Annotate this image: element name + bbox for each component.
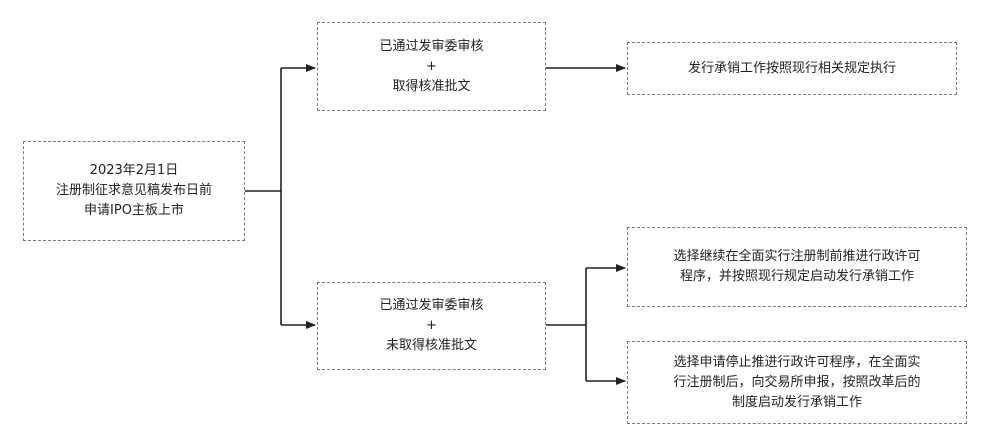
node-passed-text: 已通过发审委审核 + 取得核准批文 (379, 37, 483, 97)
node-passed-result: 发行承销工作按照现行相关规定执行 (627, 42, 957, 95)
node-start-line: 注册制征求意见稿发布日前 (55, 183, 212, 198)
node-option-continue-line: 选择继续在全面实行注册制前推进行政许可 (673, 249, 921, 264)
node-passed-result-text: 发行承销工作按照现行相关规定执行 (688, 59, 896, 79)
node-option-continue-text: 选择继续在全面实行注册制前推进行政许可 程序，并按照现行规定启动发行承销工作 (673, 247, 920, 287)
node-start-line: 申请IPO主板上市 (84, 203, 184, 218)
node-start-line: 2023年2月1日 (89, 163, 179, 178)
node-passed-plus: + (426, 58, 437, 74)
node-option-stop-line: 制度启动发行承销工作 (731, 394, 862, 410)
node-passed-result-line: 发行承销工作按照现行相关规定执行 (687, 60, 896, 76)
node-passed-line: 取得核准批文 (392, 78, 471, 94)
node-passed-without-approval: 已通过发审委审核 + 未取得核准批文 (317, 282, 546, 370)
node-option-stop: 选择申请停止推进行政许可程序，在全面实 行注册制后，向交易所申报，按照改革后的 … (627, 341, 967, 424)
node-not-approved-plus: + (426, 318, 437, 333)
node-start-text: 2023年2月1日 注册制征求意见稿发布日前 申请IPO主板上市 (56, 161, 212, 221)
node-option-stop-line: 行注册制后，向交易所申报，按照改革后的 (673, 374, 921, 390)
node-option-stop-text: 选择申请停止推进行政许可程序，在全面实 行注册制后，向交易所申报，按照改革后的 … (673, 353, 920, 413)
node-not-approved-line: 未取得核准批文 (385, 338, 477, 353)
node-option-stop-line: 选择申请停止推进行政许可程序，在全面实 (673, 354, 921, 370)
node-start-ipo-application: 2023年2月1日 注册制征求意见稿发布日前 申请IPO主板上市 (23, 141, 245, 241)
node-not-approved-text: 已通过发审委审核 + 未取得核准批文 (379, 296, 483, 356)
node-option-continue: 选择继续在全面实行注册制前推进行政许可 程序，并按照现行规定启动发行承销工作 (627, 227, 967, 307)
node-not-approved-line: 已通过发审委审核 (379, 298, 484, 313)
node-passed-line: 已通过发审委审核 (379, 38, 484, 54)
node-passed-with-approval: 已通过发审委审核 + 取得核准批文 (317, 22, 546, 111)
node-option-continue-line: 程序，并按照现行规定启动发行承销工作 (679, 269, 914, 284)
